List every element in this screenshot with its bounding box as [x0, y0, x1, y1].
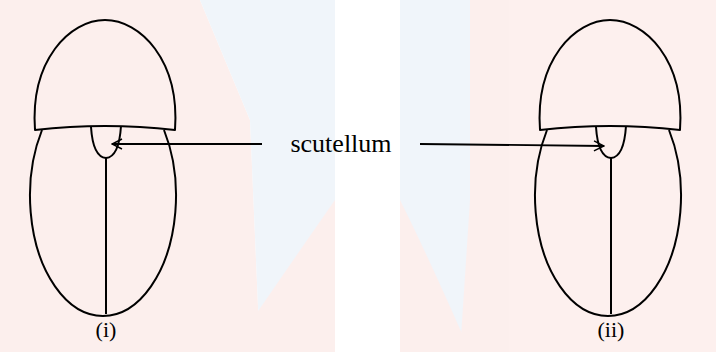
- figure-label: (ii): [598, 319, 625, 341]
- part-label: scutellum: [290, 131, 391, 157]
- beetle-outline: [30, 20, 176, 316]
- figure-label: (i): [96, 319, 117, 341]
- beetle-outline: [535, 20, 681, 316]
